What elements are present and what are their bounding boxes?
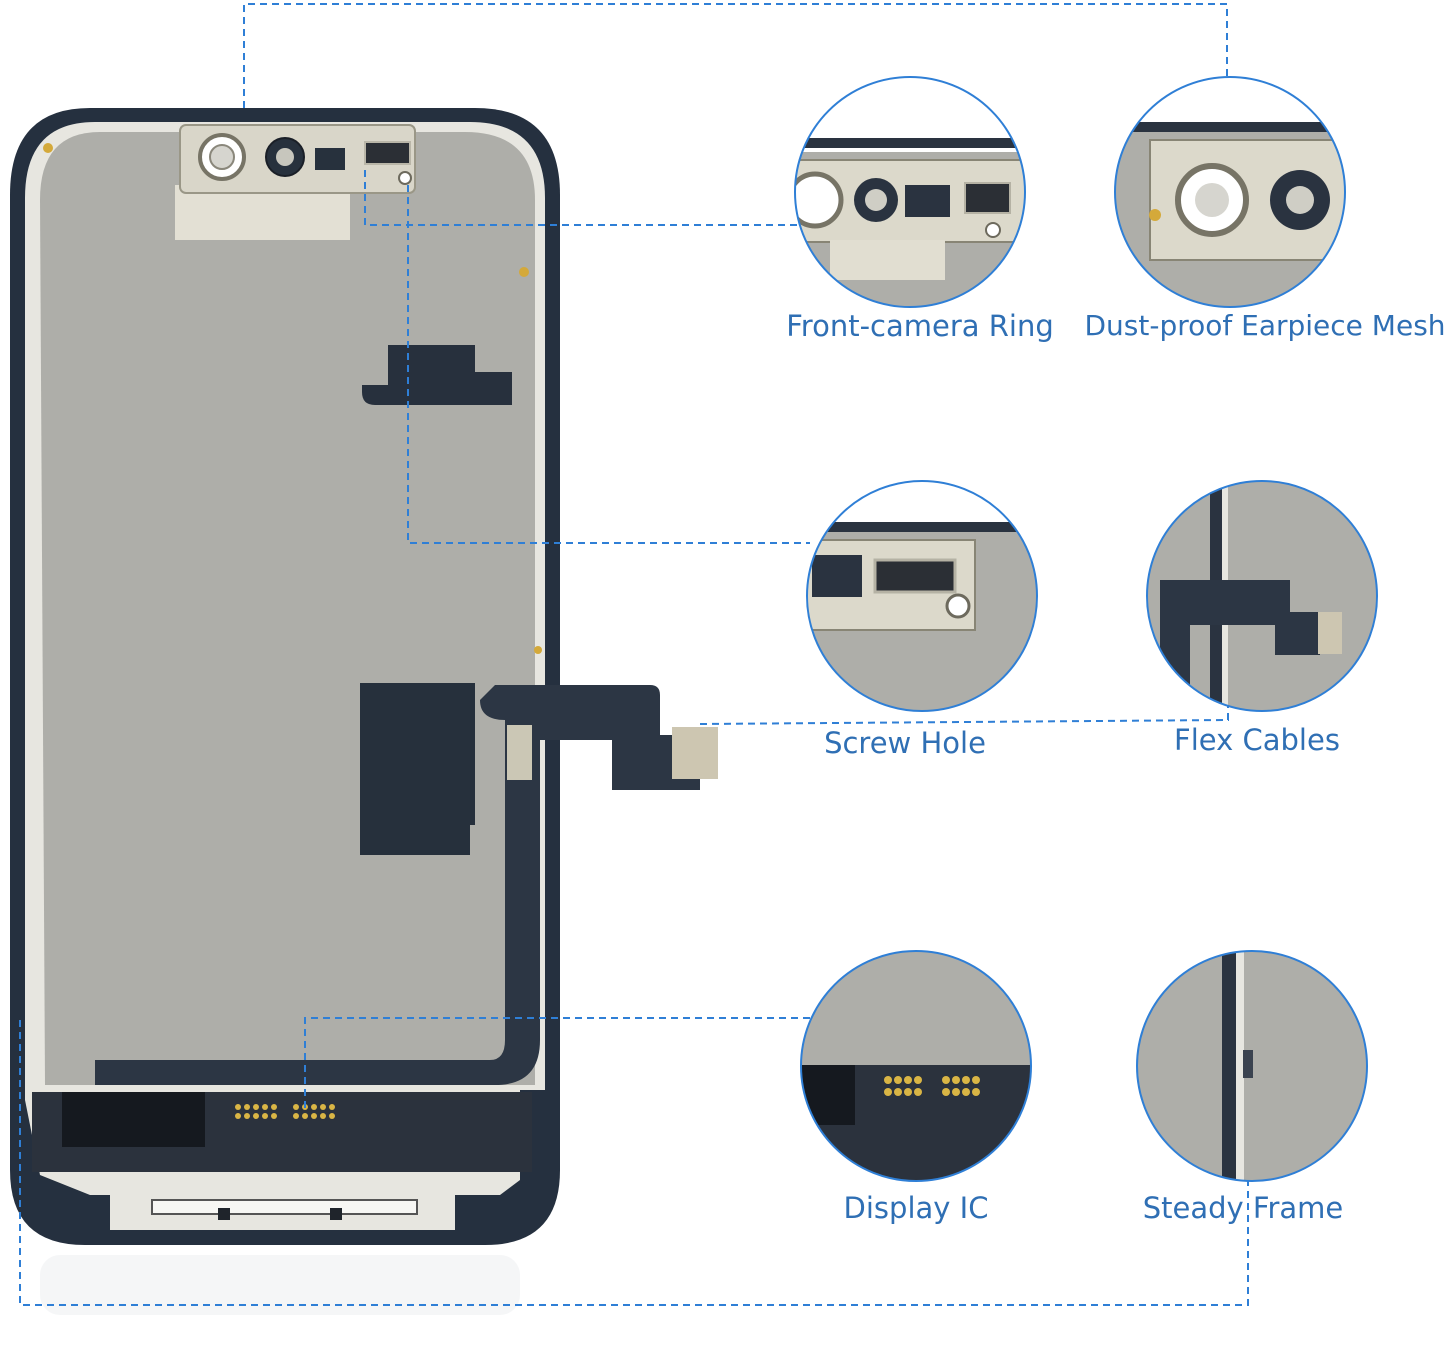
earpiece-mesh [364, 141, 411, 165]
label-flex-cables: Flex Cables [1174, 723, 1340, 757]
flex-stiffener [507, 725, 532, 780]
bottom-clip [330, 1208, 342, 1220]
label-screw-hole: Screw Hole [824, 726, 986, 760]
callout-steady-frame [1136, 950, 1368, 1182]
sensor-lens [276, 148, 294, 166]
gray-panel [40, 132, 535, 1085]
gold-dot [43, 143, 53, 153]
adhesive-tape-middle [360, 683, 475, 855]
screw-hole [398, 171, 412, 185]
display-ic-cover [62, 1092, 205, 1147]
flex-cable-main [95, 685, 700, 1085]
lcd-assembly [10, 108, 718, 1315]
label-display-ic: Display IC [843, 1191, 989, 1225]
display-ic-pins [235, 1104, 335, 1119]
callout-front-camera-ring [794, 76, 1026, 308]
callout-display-ic [800, 950, 1032, 1182]
adhesive-tape-upper [362, 345, 512, 405]
camera-lens [209, 144, 235, 170]
gold-dot [519, 267, 529, 277]
gold-dot [534, 646, 542, 654]
sensor-window [315, 148, 345, 170]
bottom-clip [218, 1208, 230, 1220]
label-dust-proof-earpiece-mesh: Dust-proof Earpiece Mesh [1084, 309, 1446, 342]
callout-screw-hole [806, 480, 1038, 712]
label-front-camera-ring: Front-camera Ring [786, 309, 1054, 343]
bottom-slot [151, 1199, 418, 1215]
top-bracket [175, 185, 350, 240]
reflection [40, 1255, 520, 1315]
flex-connector [672, 727, 718, 779]
callout-dust-proof-earpiece-mesh [1114, 76, 1346, 308]
callout-flex-cables [1146, 480, 1378, 712]
label-steady-frame: Steady Frame [1142, 1191, 1344, 1225]
leader-lines [19, 3, 1249, 1306]
